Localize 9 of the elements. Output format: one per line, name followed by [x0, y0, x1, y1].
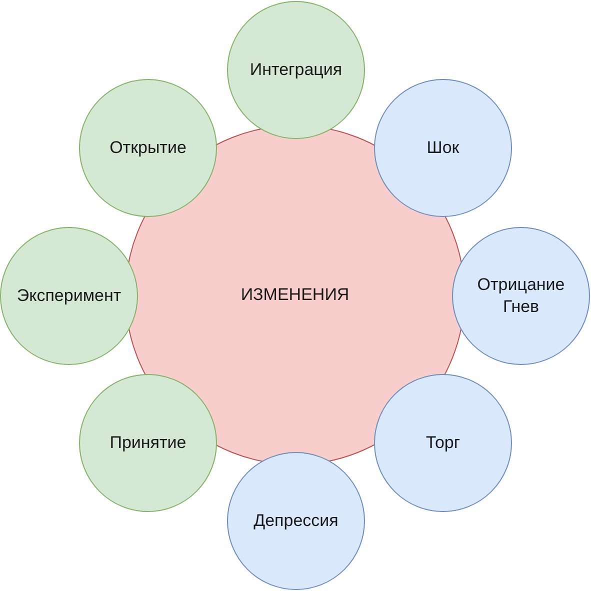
node-label: Торг	[424, 432, 462, 454]
node-label: Шок	[426, 137, 460, 159]
node-label: Эксперимент	[16, 285, 122, 307]
node-label: ИЗМЕНЕНИЯ	[240, 284, 350, 306]
node-label: Принятие	[108, 432, 188, 454]
node-label: Открытие	[108, 137, 188, 159]
node-label: Отрицание Гнев	[476, 274, 566, 318]
node-label: Интеграция	[248, 59, 344, 81]
node-label: Депрессия	[252, 510, 340, 532]
